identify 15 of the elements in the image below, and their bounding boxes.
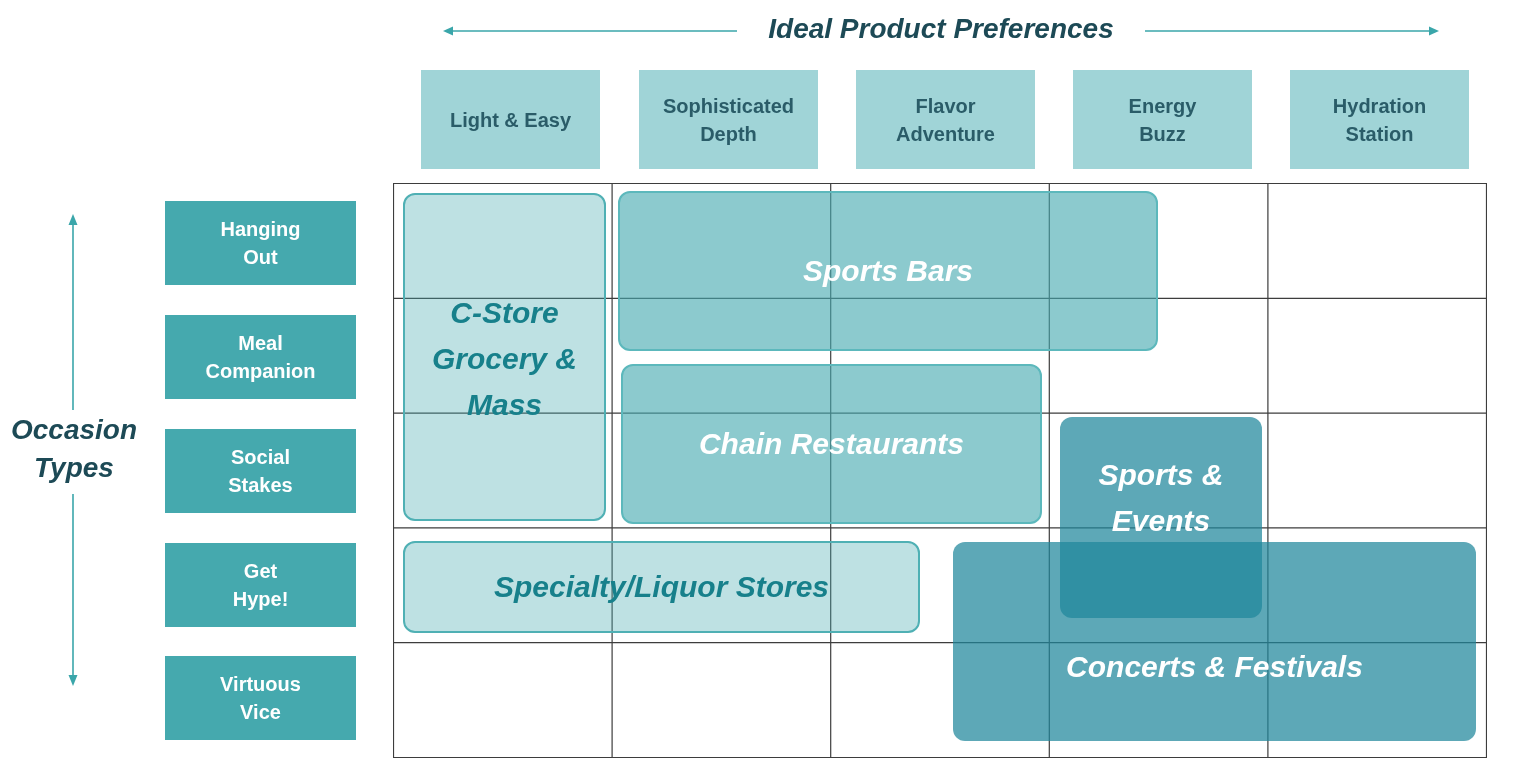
preference-header: Energy Buzz xyxy=(1073,70,1252,169)
preference-header: Sophisticated Depth xyxy=(639,70,818,169)
preference-header: Hydration Station xyxy=(1290,70,1469,169)
occasion-header: Get Hype! xyxy=(165,543,356,627)
occasion-header: Virtuous Vice xyxy=(165,656,356,740)
occasion-header: Hanging Out xyxy=(165,201,356,285)
channel-region: Specialty/Liquor Stores xyxy=(403,541,920,633)
axis-title: Ideal Product Preferences xyxy=(767,12,1115,46)
preference-header: Flavor Adventure xyxy=(856,70,1035,169)
channel-region: Concerts & Festivals xyxy=(953,542,1476,741)
preference-header: Light & Easy xyxy=(421,70,600,169)
channel-region: C-Store Grocery & Mass xyxy=(403,193,606,521)
axis-title: Occasion Types xyxy=(9,413,139,485)
occasion-header: Social Stakes xyxy=(165,429,356,513)
occasion-header: Meal Companion xyxy=(165,315,356,399)
